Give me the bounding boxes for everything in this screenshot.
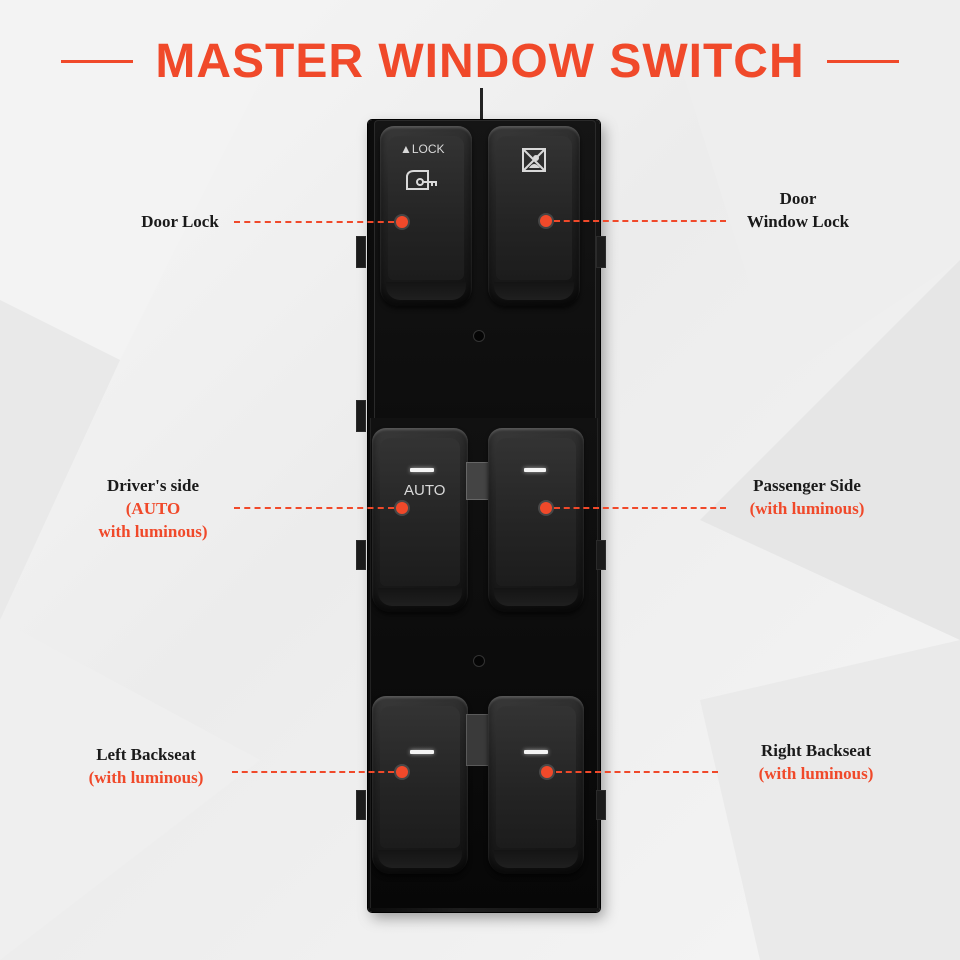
auto-caption: AUTO xyxy=(404,482,446,499)
driver-label-line2: (AUTO xyxy=(125,499,181,518)
left-backseat-label-line1: Left Backseat xyxy=(96,745,196,764)
lock-caption: ▲LOCK xyxy=(400,142,445,156)
right-backseat-marker xyxy=(541,766,553,778)
left-backseat-marker xyxy=(396,766,408,778)
door-lock-label: Door Lock xyxy=(128,210,232,233)
side-clip xyxy=(596,790,606,820)
passenger-label-line1: Passenger Side xyxy=(753,476,861,495)
window-lock-label-line1: Door xyxy=(779,189,817,208)
luminous-indicator xyxy=(410,468,434,472)
side-clip xyxy=(356,400,366,432)
button-divider-tab xyxy=(466,462,490,500)
left-backseat-leader xyxy=(232,771,394,773)
luminous-indicator xyxy=(410,750,434,754)
button-lip xyxy=(494,588,578,606)
button-face xyxy=(380,438,460,586)
page-title-bar: MASTER WINDOW SWITCH xyxy=(0,28,960,94)
button-face xyxy=(496,706,576,848)
button-lip xyxy=(386,282,466,300)
driver-label-line1: Driver's side xyxy=(106,476,200,495)
window-lock-button[interactable] xyxy=(488,126,580,306)
door-lock-leader xyxy=(234,221,394,223)
passenger-label: Passenger Side (with luminous) xyxy=(724,474,890,520)
door-key-icon xyxy=(406,170,437,190)
title-right-rule xyxy=(826,59,899,63)
driver-leader xyxy=(234,507,394,509)
luminous-indicator xyxy=(524,468,546,472)
driver-label: Driver's side (AUTO with luminous) xyxy=(72,474,234,543)
passenger-marker xyxy=(540,502,552,514)
right-backseat-window-button[interactable] xyxy=(488,696,584,874)
door-lock-button[interactable]: ▲LOCK xyxy=(380,126,472,306)
connector-pin xyxy=(480,88,483,122)
button-face xyxy=(496,438,576,586)
button-divider-tab xyxy=(466,714,490,766)
button-face xyxy=(388,136,464,280)
button-lip xyxy=(378,588,462,606)
button-lip xyxy=(378,850,462,868)
window-lock-leader xyxy=(554,220,726,222)
left-backseat-label-line2: (with luminous) xyxy=(88,768,204,787)
title-left-rule xyxy=(61,59,134,63)
door-lock-label-text: Door Lock xyxy=(141,212,219,231)
luminous-indicator xyxy=(524,750,548,754)
left-backseat-label: Left Backseat (with luminous) xyxy=(62,743,230,789)
side-clip xyxy=(356,236,366,268)
right-backseat-leader xyxy=(556,771,718,773)
mounting-screw xyxy=(473,655,485,667)
right-backseat-label-line2: (with luminous) xyxy=(758,764,874,783)
driver-marker xyxy=(396,502,408,514)
right-backseat-label-line1: Right Backseat xyxy=(760,741,872,760)
button-lip xyxy=(494,282,574,300)
driver-label-line3: with luminous) xyxy=(98,522,208,541)
page-title: MASTER WINDOW SWITCH xyxy=(155,34,805,88)
button-lip xyxy=(494,850,578,868)
window-lock-icon xyxy=(522,148,546,172)
passenger-label-line2: (with luminous) xyxy=(749,499,865,518)
window-lock-marker xyxy=(540,215,552,227)
right-backseat-label: Right Backseat (with luminous) xyxy=(730,739,902,785)
mounting-screw xyxy=(473,330,485,342)
door-lock-marker xyxy=(396,216,408,228)
button-face xyxy=(380,706,460,848)
side-clip xyxy=(356,540,366,570)
left-backseat-window-button[interactable] xyxy=(372,696,468,874)
side-clip xyxy=(356,790,366,820)
passenger-window-button[interactable] xyxy=(488,428,584,612)
window-lock-label-line2: Window Lock xyxy=(746,212,850,231)
window-lock-label: Door Window Lock xyxy=(728,187,868,233)
side-clip xyxy=(596,236,606,268)
driver-window-button[interactable]: AUTO xyxy=(372,428,468,612)
side-clip xyxy=(596,540,606,570)
passenger-leader xyxy=(554,507,726,509)
